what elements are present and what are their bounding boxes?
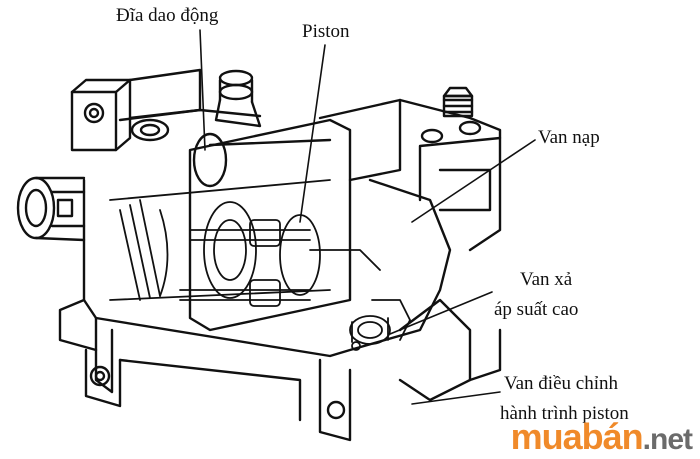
internal-mechanism [109, 179, 411, 351]
shaft-end [16, 176, 86, 242]
leader-stroke-valve [411, 391, 501, 405]
label-discharge-valve-line1: Van xả [520, 269, 573, 290]
label-intake-valve: Van nạp [538, 127, 600, 148]
label-stroke-valve-line2: hành trình piston [500, 403, 629, 424]
watermark-main: muabán [510, 416, 644, 457]
leader-piston [299, 44, 326, 223]
leader-swash-plate [199, 29, 206, 151]
watermark-logo: muabán.net [510, 416, 693, 457]
leader-lines [199, 29, 536, 405]
label-stroke-valve-line1: Van điều chỉnh [504, 373, 618, 394]
label-swash-plate: Đĩa dao động [116, 5, 219, 26]
watermark-suffix: .net [642, 423, 693, 456]
label-piston: Piston [302, 21, 350, 42]
leader-discharge-valve [389, 291, 493, 335]
label-discharge-valve-line2: áp suất cao [494, 299, 579, 320]
housing [58, 68, 502, 442]
leader-intake-valve [411, 139, 536, 223]
